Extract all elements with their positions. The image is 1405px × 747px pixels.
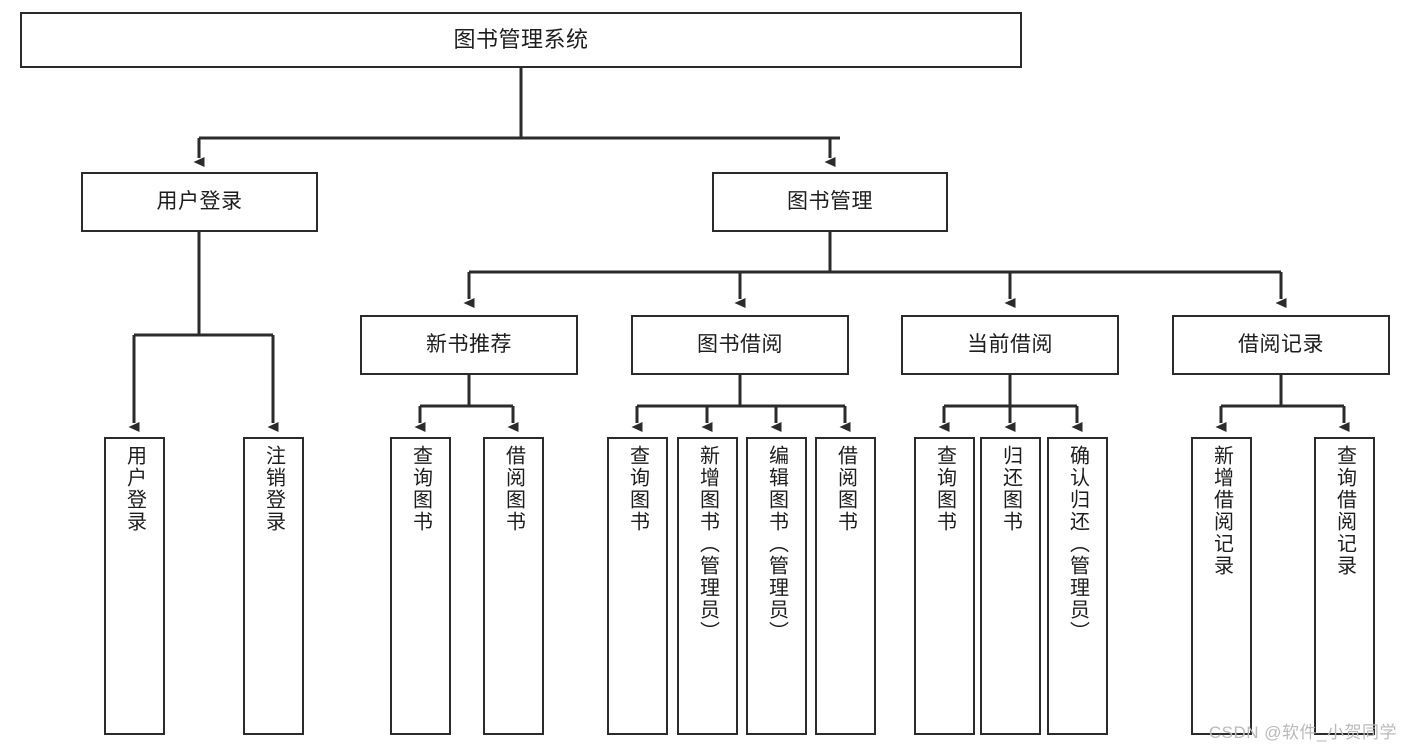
leaf-borrow-book-label: 借阅图书 <box>834 445 857 533</box>
leaf-query-book-current-label: 查询图书 <box>933 445 956 533</box>
leaf-user-login[interactable]: 用户登录 <box>104 437 165 735</box>
node-user-login-label: 用户登录 <box>156 190 243 214</box>
leaf-add-record[interactable]: 新增借阅记录 <box>1191 437 1252 735</box>
node-current-borrow-label: 当前借阅 <box>967 333 1053 357</box>
leaf-user-logout[interactable]: 注销登录 <box>243 437 304 735</box>
leaf-query-book-rec-label: 查询图书 <box>409 445 432 533</box>
node-book-borrow[interactable]: 图书借阅 <box>631 315 849 375</box>
node-root[interactable]: 图书管理系统 <box>20 12 1022 68</box>
node-borrow-record[interactable]: 借阅记录 <box>1172 315 1390 375</box>
node-new-book-recommend-label: 新书推荐 <box>426 333 512 357</box>
leaf-confirm-return[interactable]: 确认归还（管理员） <box>1047 437 1108 735</box>
leaf-add-book[interactable]: 新增图书（管理员） <box>677 437 738 735</box>
leaf-add-record-label: 新增借阅记录 <box>1210 445 1233 577</box>
leaf-edit-book-label: 编辑图书（管理员） <box>765 445 788 643</box>
node-current-borrow[interactable]: 当前借阅 <box>901 315 1119 375</box>
leaf-query-book-current[interactable]: 查询图书 <box>914 437 975 735</box>
watermark: CSDN @软件_小贺同学 <box>1208 723 1397 742</box>
node-book-borrow-label: 图书借阅 <box>697 333 783 357</box>
node-book-manage[interactable]: 图书管理 <box>712 172 948 232</box>
leaf-edit-book[interactable]: 编辑图书（管理员） <box>746 437 807 735</box>
node-user-login[interactable]: 用户登录 <box>81 172 318 232</box>
leaf-return-book[interactable]: 归还图书 <box>980 437 1041 735</box>
leaf-borrow-book[interactable]: 借阅图书 <box>815 437 876 735</box>
leaf-borrow-book-rec[interactable]: 借阅图书 <box>483 437 544 735</box>
leaf-user-logout-label: 注销登录 <box>262 445 285 533</box>
leaf-query-book-borrow[interactable]: 查询图书 <box>607 437 668 735</box>
leaf-query-record-label: 查询借阅记录 <box>1333 445 1356 577</box>
node-borrow-record-label: 借阅记录 <box>1238 333 1324 357</box>
node-root-label: 图书管理系统 <box>453 26 589 52</box>
node-new-book-recommend[interactable]: 新书推荐 <box>360 315 578 375</box>
leaf-confirm-return-label: 确认归还（管理员） <box>1066 445 1089 643</box>
leaf-add-book-label: 新增图书（管理员） <box>696 445 719 643</box>
node-book-manage-label: 图书管理 <box>787 190 873 214</box>
leaf-borrow-book-rec-label: 借阅图书 <box>502 445 525 533</box>
leaf-user-login-label: 用户登录 <box>123 445 146 533</box>
leaf-query-record[interactable]: 查询借阅记录 <box>1314 437 1375 735</box>
leaf-return-book-label: 归还图书 <box>999 445 1022 533</box>
leaf-query-book-rec[interactable]: 查询图书 <box>390 437 451 735</box>
leaf-query-book-borrow-label: 查询图书 <box>626 445 649 533</box>
